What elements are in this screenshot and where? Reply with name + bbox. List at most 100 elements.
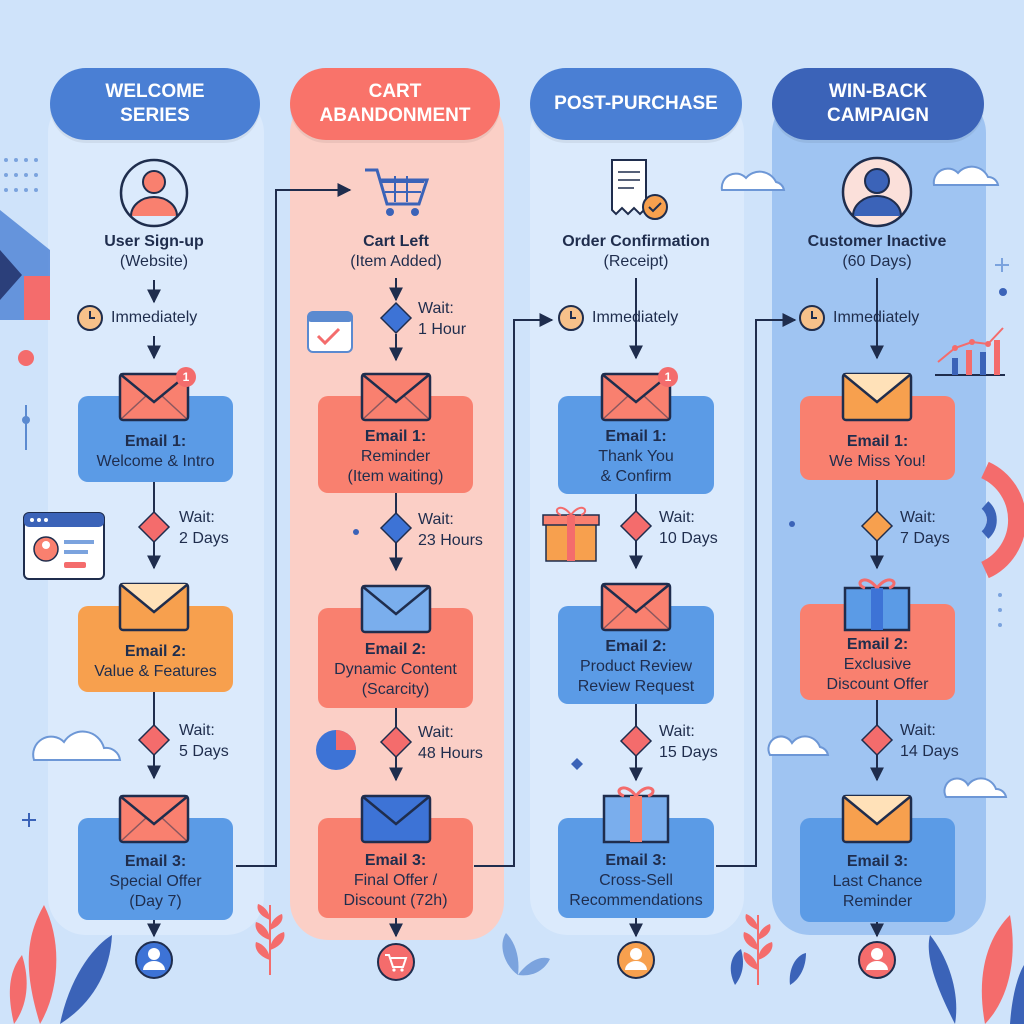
clock-icon [799,305,825,331]
notification-badge [176,367,196,387]
email-box-winback-1 [800,396,955,480]
email-title: Email 1: [124,433,187,450]
wait-label: Wait: 1 Hour [418,298,466,340]
header-line: ABANDONMENT [319,105,471,126]
email-3-winback: Email 3: Last Chance Reminder [800,844,955,920]
trigger-winback: Customer Inactive (60 Days) [782,232,972,272]
wait-label: Wait: 7 Days [900,507,950,549]
wait-title: Wait: [418,511,454,528]
notification-badge [658,367,678,387]
email-line: Cross-Sell [599,872,673,889]
trigger-subtitle: (60 Days) [842,253,912,270]
wait-value: 5 Days [179,743,229,760]
email-line: Exclusive [843,656,912,673]
email-line: Recommendations [569,892,703,909]
trigger-post: Order Confirmation (Receipt) [540,232,732,272]
wait-value: 10 Days [659,530,718,547]
email-box-cart-2 [318,608,473,708]
user-icon [119,158,189,228]
email-box-winback-3 [800,818,955,922]
badge-count: 1 [664,370,672,384]
wait-label: Wait: 10 Days [659,507,718,549]
cloud-icon [943,777,1008,798]
wait-value: 2 Days [179,530,229,547]
trigger-title: Cart Left [363,233,429,250]
wait-title: Wait: [659,509,695,526]
envelope-icon [841,794,913,844]
wait-value: 15 Days [659,744,718,761]
email-line: & Confirm [600,468,672,485]
leaf-icon [9,905,112,1024]
leaf-icon [502,933,550,976]
badge-count: 1 [182,370,190,384]
email-title: Email 2: [846,636,909,653]
trigger-title: User Sign-up [104,233,204,250]
cloud-icon [32,730,122,761]
wait-title: Wait: [179,722,215,739]
end-user-icon [135,941,173,979]
clock-icon [558,305,584,331]
wait-value: 48 Hours [418,745,483,762]
envelope-icon [841,372,913,422]
wait-label: Wait: 23 Hours [418,509,483,551]
email-box-welcome-2 [78,606,233,692]
email-line: (Day 7) [129,893,182,910]
trigger-title: Order Confirmation [562,233,710,250]
wait-title: Wait: [900,509,936,526]
email-line: Value & Features [94,663,217,680]
email-2-welcome: Email 2: Value & Features [78,632,233,692]
header-line: CAMPAIGN [826,105,930,126]
email-line: (Item waiting) [347,467,444,485]
gift-icon [843,578,911,632]
email-box-cart-3 [318,818,473,918]
email-1-winback: Email 1: We Miss You! [800,424,955,480]
wait-value: 7 Days [900,530,950,547]
email-line: Last Chance [832,873,923,890]
step-immediately: Immediately [592,309,679,326]
email-2-cart: Email 2: Dynamic Content (Scarcity) [318,632,473,708]
email-box-welcome-3 [78,818,233,920]
header-line: WIN-BACK [828,81,928,102]
email-title: Email 2: [364,641,427,658]
bar-chart-icon [935,327,1005,376]
header-winback: WIN-BACK CAMPAIGN [772,68,984,140]
email-2-post: Email 2: Product Review Review Request [558,630,714,704]
email-3-welcome: Email 3: Special Offer (Day 7) [78,844,233,920]
envelope-icon [360,372,432,422]
clock-icon [77,305,103,331]
email-3-cart: Email 3: Final Offer / Discount (72h) [318,844,473,918]
trigger-subtitle: (Website) [119,253,189,270]
receipt-icon [611,159,668,220]
wait-value: 23 Hours [418,532,483,549]
email-title: Email 3: [124,853,187,870]
trigger-subtitle: (Receipt) [603,253,669,270]
email-line: Product Review [579,658,693,675]
email-box-post-2 [558,606,714,704]
email-line: We Miss You! [829,453,926,470]
email-line: (Scarcity) [361,681,430,698]
email-line: Final Offer / [353,872,438,889]
header-line: SERIES [120,105,190,126]
trigger-subtitle: (Item Added) [350,253,442,270]
end-cart-icon [377,943,415,981]
header-line: WELCOME [105,81,205,102]
email-title: Email 2: [124,643,187,660]
email-1-welcome: Email 1: Welcome & Intro [78,422,233,482]
step-immediately: Immediately [833,309,920,326]
leaf-icon [928,915,1024,1024]
header-line: POST-PURCHASE [554,93,718,114]
wait-title: Wait: [900,722,936,739]
user-icon [841,156,913,228]
trigger-title: Customer Inactive [807,233,947,250]
leaf-icon [730,914,806,985]
wait-title: Wait: [418,724,454,741]
email-box-winback-2 [800,604,955,700]
step-immediately: Immediately [111,309,198,326]
wait-title: Wait: [179,509,215,526]
envelope-icon [360,794,432,844]
cloud-icon [720,170,786,191]
email-title: Email 3: [846,853,909,870]
cloud-icon [932,165,1000,186]
